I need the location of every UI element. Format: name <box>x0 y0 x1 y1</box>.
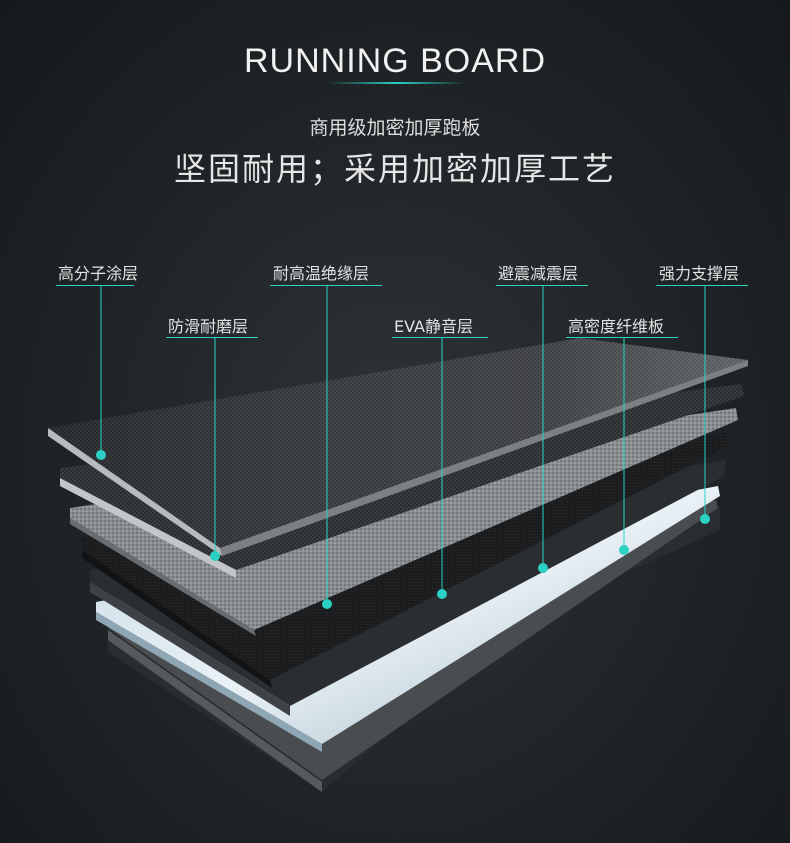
label-anti-slip: 防滑耐磨层 <box>168 317 249 336</box>
label-eva: EVA静音层 <box>394 317 473 336</box>
marker-dot-support <box>700 514 710 524</box>
marker-dot-shock <box>538 563 548 573</box>
label-rule <box>496 285 588 286</box>
label-rule <box>270 285 382 286</box>
label-rule <box>392 337 488 338</box>
marker-dot-hdf <box>619 545 629 555</box>
label-support: 强力支撑层 <box>659 264 740 283</box>
page-subtitle: 商用级加密加厚跑板 <box>309 117 481 139</box>
label-polymer-coating: 高分子涂层 <box>58 264 139 283</box>
page-title: RUNNING BOARD <box>243 42 547 80</box>
label-heat-insulation: 耐高温绝缘层 <box>273 264 370 283</box>
marker-dot-polymer <box>96 450 106 460</box>
marker-dot-anti-slip <box>210 551 220 561</box>
page-headline: 坚固耐用；采用加密加厚工艺 <box>173 150 616 188</box>
title-underline <box>328 82 466 84</box>
label-rule <box>56 285 134 286</box>
marker-dot-heat <box>322 599 332 609</box>
label-hdf: 高密度纤维板 <box>568 317 665 336</box>
label-shock-absorb: 避震减震层 <box>498 264 579 283</box>
marker-dot-eva <box>437 589 447 599</box>
label-rule <box>656 285 748 286</box>
layer-heat-insulation <box>70 408 738 630</box>
label-rule <box>166 337 258 338</box>
label-rule <box>566 337 678 338</box>
